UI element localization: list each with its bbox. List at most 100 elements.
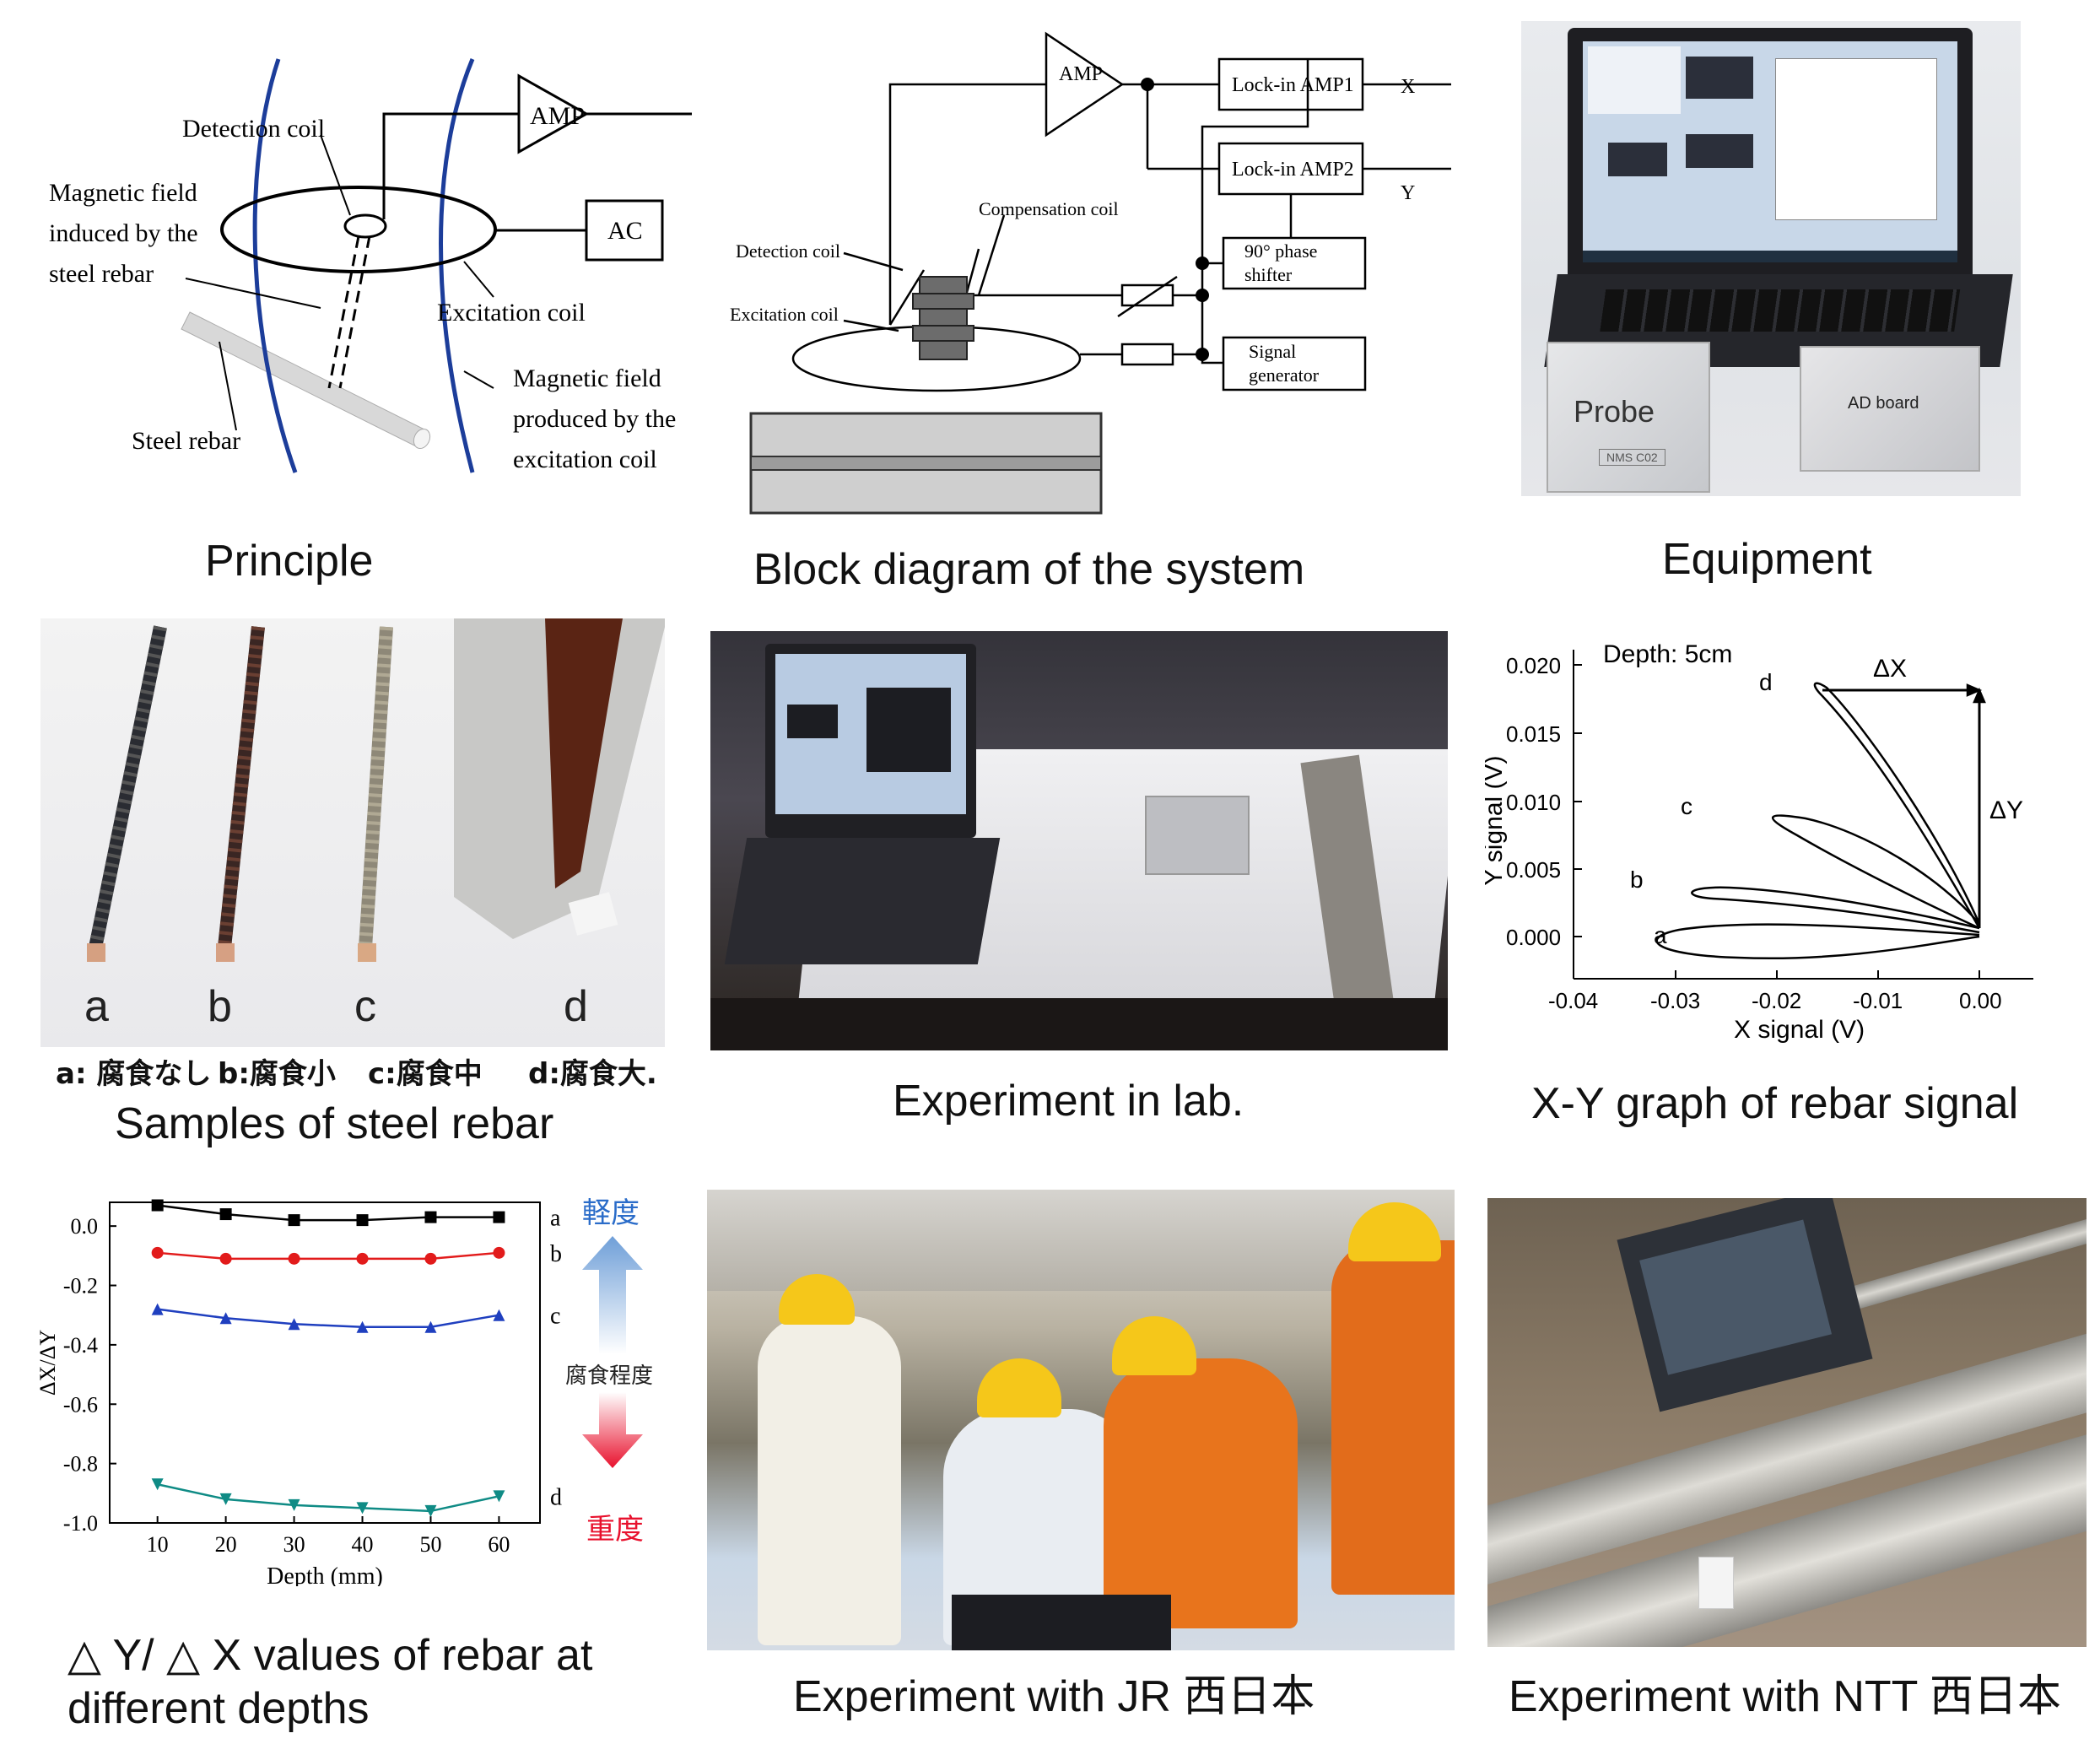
ratio-ytick-label: 0.0 — [71, 1214, 99, 1239]
jr-ceiling-slab — [707, 1190, 1455, 1291]
probe-box: Probe NMS C02 — [1547, 342, 1710, 493]
arrow-label-top: 軽度 — [582, 1196, 640, 1230]
ratio-point-b — [151, 1246, 164, 1259]
caption-principle: Principle — [205, 537, 374, 586]
ratio-point-b — [288, 1252, 300, 1265]
samples-photo: a b c d — [40, 618, 665, 1047]
block-label-lockin2: Lock-in AMP2 — [1232, 159, 1354, 181]
xy-label-c: c — [1681, 793, 1692, 819]
label-steel-rebar: Steel rebar — [132, 427, 240, 455]
label-amp: AMP — [530, 102, 585, 130]
ratio-point-c — [288, 1318, 300, 1331]
ratio-series-label-c: c — [550, 1304, 560, 1330]
ratio-ytick-label: -0.8 — [63, 1452, 98, 1477]
caption-equipment: Equipment — [1662, 535, 1872, 584]
ratio-xtick-label: 50 — [419, 1532, 441, 1557]
corrosion-arrow-up — [582, 1236, 643, 1354]
xy-ylabel: Y signal (V) — [1485, 755, 1508, 886]
ratio-ytick-label: -0.2 — [63, 1274, 98, 1299]
caption-block-diagram: Block diagram of the system — [753, 545, 1305, 594]
ratio-xtick-label: 20 — [215, 1532, 237, 1557]
ratio-plot-frame — [109, 1201, 541, 1524]
lab-laptop-base — [724, 838, 1001, 964]
caption-ntt: Experiment with NTT 西日本 — [1509, 1672, 2061, 1721]
ratio-point-d — [219, 1493, 232, 1505]
xy-label-b: b — [1630, 867, 1644, 893]
xy-ytick-0005: 0.005 — [1506, 857, 1561, 883]
ratio-series-label-a: a — [550, 1206, 561, 1232]
ratio-point-b — [493, 1246, 505, 1259]
ratio-point-c — [219, 1312, 232, 1325]
label-field-rebar-1: Magnetic field — [49, 179, 197, 207]
xy-graph-panel: 0.020 0.015 0.010 0.005 0.000 -0.04 -0.0… — [1480, 624, 2067, 1046]
jr-worker-1 — [758, 1316, 901, 1645]
xy-loops — [1655, 682, 1986, 960]
xy-label-d: d — [1759, 669, 1773, 695]
ratio-xtick-label: 60 — [488, 1532, 510, 1557]
sample-letter-c: c — [354, 982, 376, 1031]
block-label-y: Y — [1401, 182, 1415, 204]
ratio-xtick-label: 10 — [147, 1532, 169, 1557]
jr-worker-3 — [1104, 1358, 1298, 1628]
xy-ytick-0000: 0.000 — [1506, 925, 1561, 950]
ratio-point-a — [151, 1199, 164, 1212]
xy-graph: 0.020 0.015 0.010 0.005 0.000 -0.04 -0.0… — [1480, 640, 2033, 1044]
xy-delta-y: ΔY — [1989, 796, 2023, 824]
ratio-point-b — [219, 1252, 232, 1265]
ac-source-box — [585, 199, 664, 262]
block-diagram-panel: AMP Lock-in AMP1 Lock-in AMP2 X Y Compen… — [726, 25, 1468, 523]
xy-xtick-000: 0.00 — [1959, 988, 2002, 1013]
sample-legend-b: b:腐食小 — [218, 1057, 336, 1091]
ratio-series-label-d: d — [550, 1484, 562, 1510]
principle-diagram: Detection coil AMP AC Magnetic field ind… — [49, 58, 692, 473]
ratio-point-a — [219, 1208, 232, 1221]
label-ac: AC — [607, 217, 643, 245]
ratio-point-c — [356, 1320, 369, 1333]
block-label-detection-coil: Detection coil — [736, 240, 840, 262]
block-label-siggen-1: Signal — [1249, 341, 1296, 362]
label-field-excitation-3: excitation coil — [513, 445, 657, 473]
block-label-phase-1: 90° phase — [1244, 240, 1317, 262]
ratio-series-line-c — [157, 1308, 499, 1329]
principle-panel: Detection coil AMP AC Magnetic field ind… — [34, 34, 709, 506]
ratio-point-d — [356, 1502, 369, 1515]
ratio-ytick-label: -0.4 — [63, 1333, 98, 1358]
ratio-point-d — [493, 1490, 505, 1503]
caption-ratio-line-1: △ Y/ △ X values of rebar at — [67, 1631, 593, 1680]
ntt-probe — [1698, 1557, 1734, 1609]
label-field-rebar-3: steel rebar — [49, 260, 154, 288]
ratio-series-line-d — [157, 1483, 499, 1513]
block-label-phase-2: shifter — [1244, 264, 1293, 285]
ratio-ytick-label: -1.0 — [63, 1511, 98, 1536]
jr-photo — [707, 1190, 1455, 1650]
excitation-coil-ellipse — [220, 186, 497, 273]
caption-lab: Experiment in lab. — [893, 1077, 1244, 1126]
xy-label-a: a — [1654, 922, 1667, 948]
ratio-point-c — [151, 1303, 164, 1315]
xy-xtick-004: -0.04 — [1548, 988, 1598, 1013]
ratio-point-b — [424, 1252, 437, 1265]
xy-ytick-0020: 0.020 — [1506, 653, 1561, 678]
probe-tag: NMS C02 — [1599, 449, 1665, 466]
jr-equipment — [952, 1595, 1171, 1650]
equipment-photo: Probe NMS C02 AD board — [1521, 21, 2021, 496]
label-field-excitation-2: produced by the — [513, 405, 676, 433]
xy-delta-x: ΔX — [1873, 655, 1907, 683]
xy-xlabel: X signal (V) — [1734, 1016, 1865, 1044]
ratio-series-line-b — [157, 1251, 499, 1261]
caption-xy-graph: X-Y graph of rebar signal — [1531, 1079, 2019, 1128]
ratio-point-d — [151, 1478, 164, 1491]
lab-laptop — [765, 644, 976, 838]
ratio-point-d — [424, 1504, 437, 1517]
block-label-siggen-2: generator — [1249, 364, 1320, 386]
ntt-photo — [1487, 1198, 2087, 1647]
field-line-right — [439, 58, 475, 473]
amp-triangle — [517, 73, 590, 154]
ratio-point-b — [356, 1252, 369, 1265]
ratio-point-c — [424, 1320, 437, 1333]
label-detection-coil: Detection coil — [182, 115, 325, 143]
caption-samples: Samples of steel rebar — [115, 1099, 554, 1148]
block-label-x: X — [1401, 76, 1415, 98]
